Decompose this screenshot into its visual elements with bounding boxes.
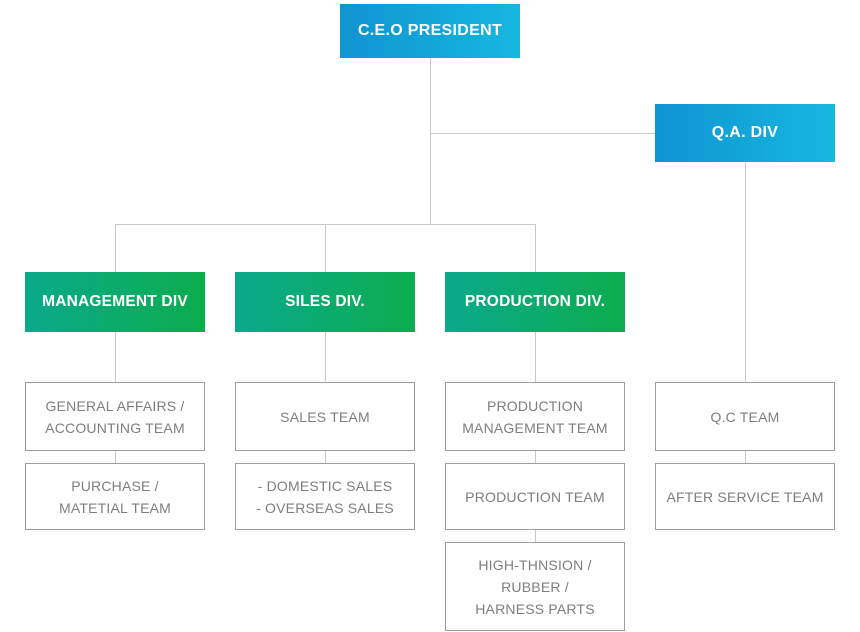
node-after-service-team: AFTER SERVICE TEAM <box>655 463 835 530</box>
node-sales-team: SALES TEAM <box>235 382 415 451</box>
node-general-affairs-accounting-team: GENERAL AFFAIRS / ACCOUNTING TEAM <box>25 382 205 451</box>
connector-management-to-team <box>115 332 116 382</box>
connector-production-teams-2 <box>535 530 536 542</box>
node-production-management-team: PRODUCTION MANAGEMENT TEAM <box>445 382 625 451</box>
node-qa-div: Q.A. DIV <box>655 104 835 162</box>
connector-management-teams <box>115 451 116 463</box>
node-siles-div: SILES DIV. <box>235 272 415 332</box>
connector-qa-stem <box>745 162 746 382</box>
connector-production-to-team <box>535 332 536 382</box>
connector-drop-management <box>115 224 116 272</box>
connector-siles-teams <box>325 451 326 463</box>
connector-qa-teams <box>745 451 746 463</box>
node-production-div: PRODUCTION DIV. <box>445 272 625 332</box>
connector-production-teams <box>535 451 536 463</box>
connector-ceo-stem <box>430 58 431 224</box>
node-ceo-president: C.E.O PRESIDENT <box>340 4 520 58</box>
connector-siles-to-team <box>325 332 326 382</box>
connector-ceo-to-qa <box>430 133 655 134</box>
node-management-div: MANAGEMENT DIV <box>25 272 205 332</box>
node-high-thnsion-rubber-harness-parts: HIGH-THNSION / RUBBER / HARNESS PARTS <box>445 542 625 631</box>
node-production-team: PRODUCTION TEAM <box>445 463 625 530</box>
node-purchase-material-team: PURCHASE / MATETIAL TEAM <box>25 463 205 530</box>
node-domestic-overseas-sales: - DOMESTIC SALES - OVERSEAS SALES <box>235 463 415 530</box>
connector-drop-siles <box>325 224 326 272</box>
connector-drop-production <box>535 224 536 272</box>
node-qc-team: Q.C TEAM <box>655 382 835 451</box>
